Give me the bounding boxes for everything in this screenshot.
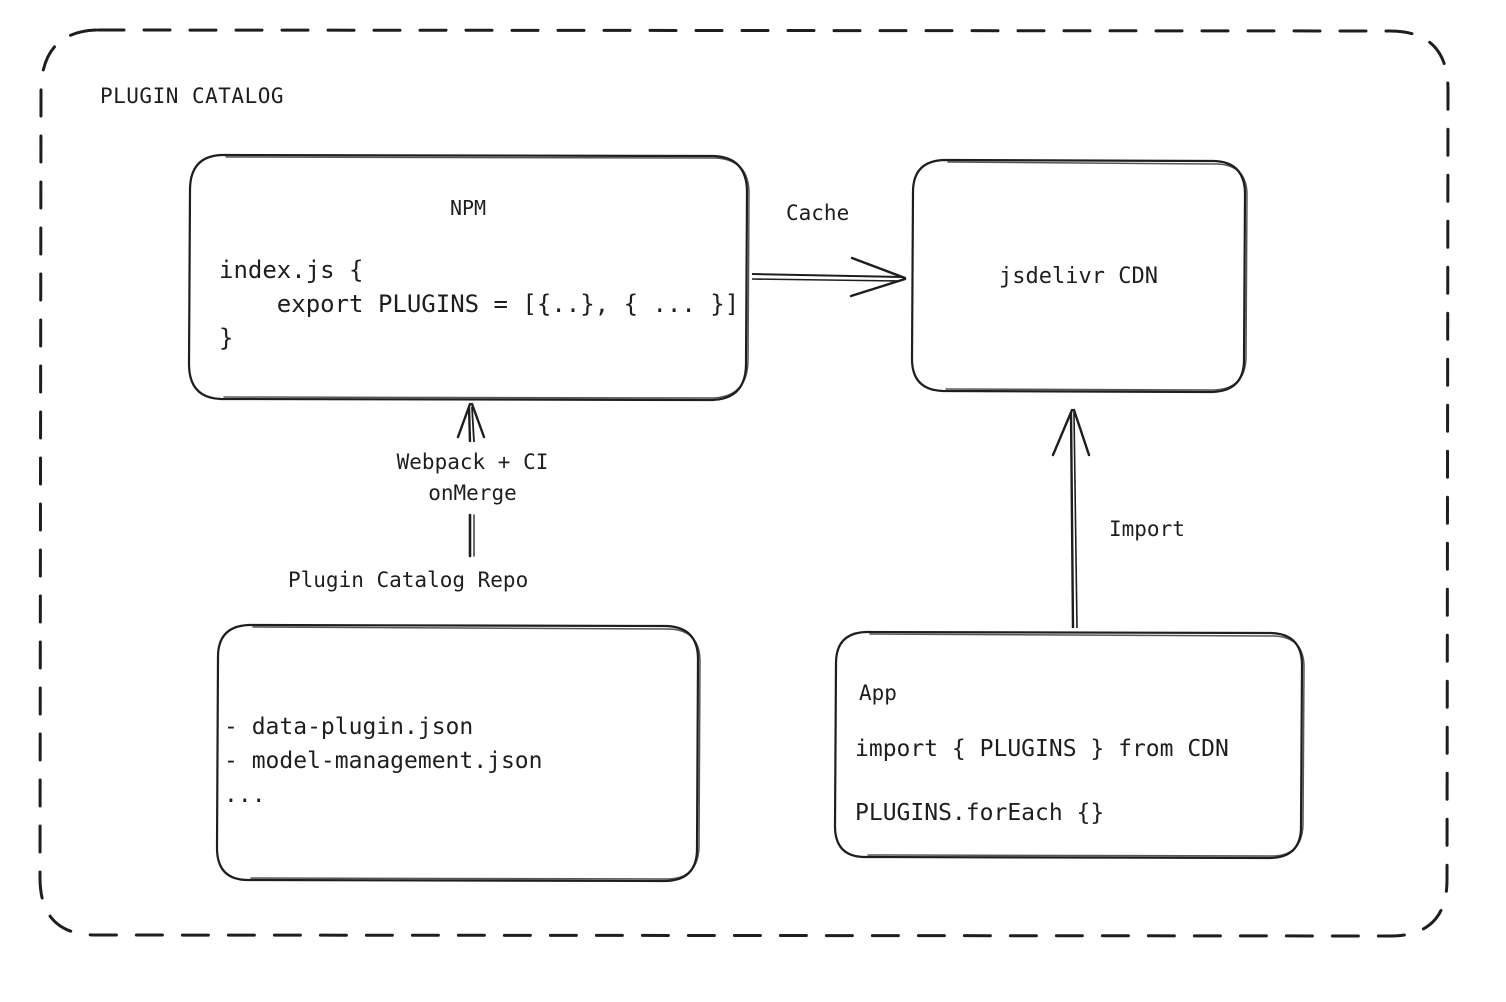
node-npm-code-line-3: } xyxy=(219,324,234,352)
node-cdn-title: jsdelivr CDN xyxy=(999,264,1158,289)
edge-label-webpack-ci: Webpack + CI xyxy=(396,450,549,474)
edge-label-import: Import xyxy=(1109,517,1185,541)
node-npm-code-line-1: index.js { xyxy=(219,256,364,284)
node-app-line-1: import { PLUGINS } from CDN xyxy=(855,736,1229,762)
node-app-line-2: PLUGINS.forEach {} xyxy=(855,800,1105,826)
node-repo-line-2: - model-management.json xyxy=(224,748,543,774)
node-npm-code-line-2: export PLUGINS = [{..}, { ... }] xyxy=(219,290,740,318)
node-app-title: App xyxy=(859,681,897,705)
node-cdn-shape[interactable] xyxy=(910,158,1248,394)
edge-cache-arrow xyxy=(751,256,907,298)
node-app-shape[interactable] xyxy=(833,630,1305,860)
node-repo-shape[interactable] xyxy=(215,623,701,883)
node-repo-line-1: - data-plugin.json xyxy=(224,714,474,740)
node-repo-line-3: ... xyxy=(224,782,266,808)
edge-build-arrow xyxy=(456,402,486,558)
group-container-plugin-catalog xyxy=(38,28,1450,938)
node-repo-caption: Plugin Catalog Repo xyxy=(288,568,529,592)
node-npm-title: NPM xyxy=(449,196,487,220)
edge-label-onmerge: onMerge xyxy=(428,481,517,505)
group-title: PLUGIN CATALOG xyxy=(100,84,285,108)
node-npm-shape[interactable] xyxy=(187,153,750,402)
edge-import-arrow xyxy=(1051,408,1091,629)
edge-label-cache: Cache xyxy=(786,201,850,225)
